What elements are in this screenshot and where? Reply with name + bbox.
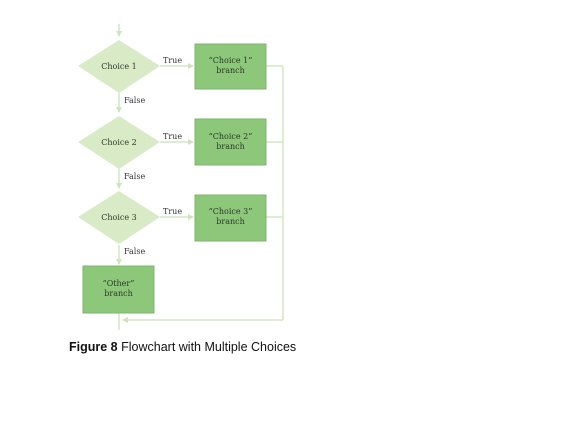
branch-box <box>194 194 267 242</box>
figure-number: Figure 8 <box>69 340 118 354</box>
decision-label: Choice 3 <box>101 213 137 222</box>
branch-label-line2: branch <box>104 289 133 298</box>
branch-label-line2: branch <box>216 142 245 151</box>
decision-diamond <box>78 191 160 244</box>
true-label-3: True <box>163 207 182 216</box>
decision-diamond <box>78 40 160 93</box>
branch-choice-3: “Choice 3” branch <box>194 194 267 242</box>
branch-label-line2: branch <box>216 66 245 75</box>
branch-label-line1: “Choice 3” <box>209 207 253 216</box>
true-label-1: True <box>163 56 182 65</box>
branch-label-line2: branch <box>216 217 245 226</box>
false-label-2: False <box>124 172 145 181</box>
figure-title: Flowchart with Multiple Choices <box>121 340 297 354</box>
branch-label-line1: “Other” <box>103 279 135 288</box>
connectors <box>116 24 284 330</box>
figure-caption: Figure 8 Flowchart with Multiple Choices <box>69 340 296 354</box>
false-label-3: False <box>124 247 145 256</box>
decision-choice-3: Choice 3 <box>78 191 160 244</box>
branch-other: “Other” branch <box>82 265 155 314</box>
decision-choice-1: Choice 1 <box>78 40 160 93</box>
decision-label: Choice 2 <box>101 138 137 147</box>
branch-box <box>82 265 155 314</box>
branch-box <box>194 118 267 166</box>
decision-choice-2: Choice 2 <box>78 116 160 169</box>
branch-choice-2: “Choice 2” branch <box>194 118 267 166</box>
true-label-2: True <box>163 132 182 141</box>
branch-label-line1: “Choice 2” <box>209 132 253 141</box>
false-label-1: False <box>124 96 145 105</box>
branch-box <box>194 43 267 90</box>
decision-diamond <box>78 116 160 169</box>
branch-label-line1: “Choice 1” <box>209 56 253 65</box>
decision-label: Choice 1 <box>101 62 137 71</box>
branch-choice-1: “Choice 1” branch <box>194 43 267 90</box>
